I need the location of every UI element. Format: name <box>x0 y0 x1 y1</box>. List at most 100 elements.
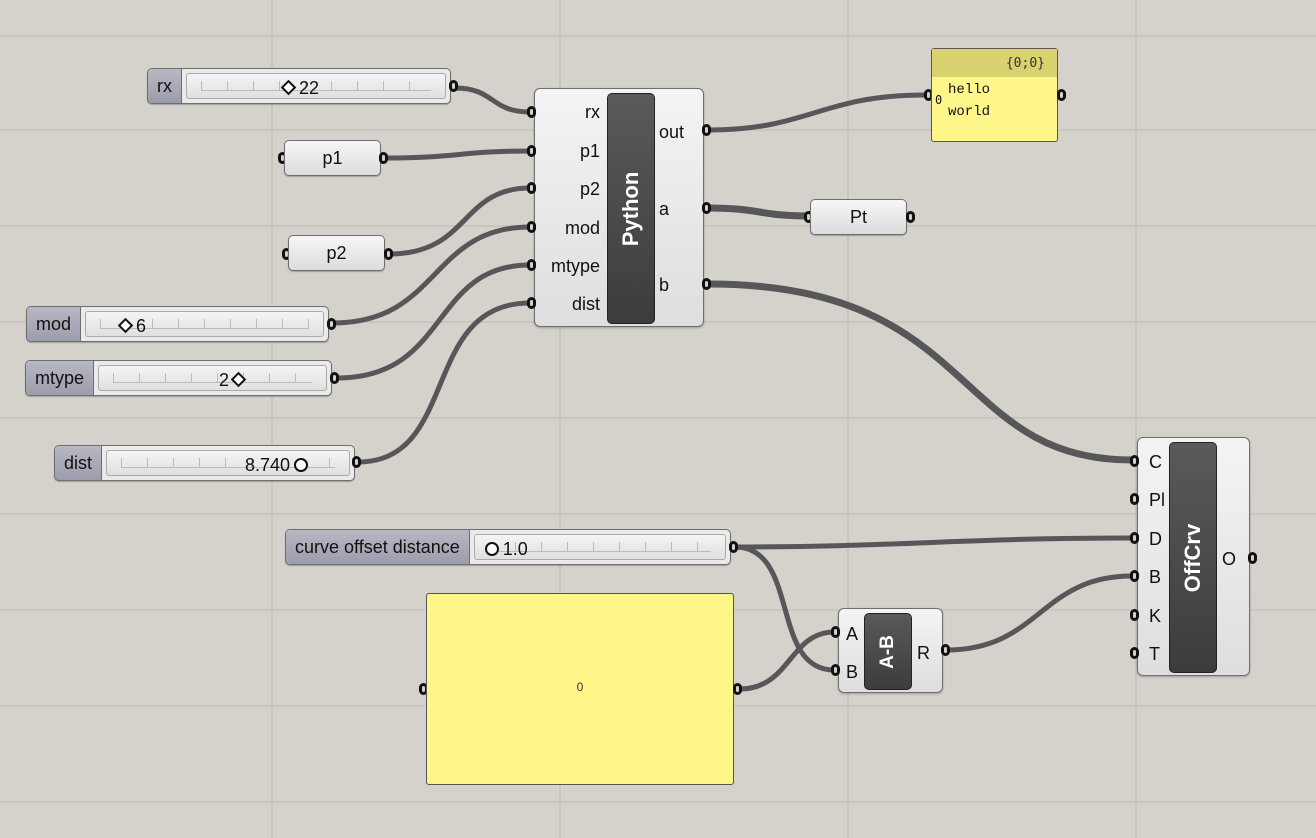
offcrv-output-o: O <box>1222 549 1237 569</box>
dist-slider[interactable]: dist 8.740 <box>54 445 355 481</box>
slider-grip-icon[interactable] <box>280 79 297 96</box>
wire-dist <box>355 300 533 465</box>
pt-param[interactable]: Pt <box>810 199 907 235</box>
python-output-b: b <box>659 275 670 295</box>
offcrv-input-b: B <box>1149 567 1162 587</box>
output-panel[interactable]: {0;0} 0 hello world <box>931 48 1058 142</box>
slider-grip-icon[interactable] <box>484 541 499 556</box>
python-title-bar[interactable]: Python <box>607 93 655 324</box>
wire-offset-d <box>732 535 1135 550</box>
slider-grip-icon[interactable] <box>230 371 247 388</box>
rx-slider-label: rx <box>148 69 182 103</box>
mtype-output-grip[interactable] <box>330 372 339 384</box>
python-output-out: out <box>659 122 685 142</box>
python-grip-mtype[interactable] <box>527 259 536 271</box>
offcrv-grip-d[interactable] <box>1130 532 1139 544</box>
wire-p2 <box>386 185 533 257</box>
python-input-mod: mod <box>564 218 600 238</box>
slider-grip-icon[interactable] <box>294 457 309 472</box>
value-panel[interactable]: 0 <box>426 593 734 785</box>
zero-panel-output-grip[interactable] <box>733 683 742 695</box>
rx-slider-track[interactable]: 22 <box>186 73 446 99</box>
subtract-component[interactable]: A-B A B R <box>838 608 943 693</box>
offcrv-input-pl: Pl <box>1149 490 1166 510</box>
python-grip-p1[interactable] <box>527 145 536 157</box>
subtract-input-b: B <box>846 662 859 682</box>
mod-output-grip[interactable] <box>327 318 336 330</box>
offcrv-component[interactable]: OffCrv C Pl D B K T O <box>1137 437 1250 676</box>
wire-b <box>704 280 1136 464</box>
python-output-a: a <box>659 199 670 219</box>
python-input-dist: dist <box>571 294 600 314</box>
rx-slider[interactable]: rx 22 <box>147 68 451 104</box>
python-grip-a[interactable] <box>702 202 711 214</box>
python-grip-rx[interactable] <box>527 106 536 118</box>
offcrv-input-k: K <box>1149 606 1162 626</box>
python-input-rx: rx <box>585 102 600 122</box>
wire-rx <box>452 85 533 115</box>
mod-slider-value-wrap: 6 <box>116 316 146 337</box>
python-input-mtype: mtype <box>550 256 600 276</box>
wire-out <box>705 92 929 133</box>
offcrv-input-c: C <box>1149 452 1162 472</box>
python-title: Python <box>618 171 643 246</box>
curve-offset-output-grip[interactable] <box>729 541 738 553</box>
value-panel-text: 0 <box>576 680 584 694</box>
mtype-slider-label: mtype <box>26 361 95 395</box>
python-grip-mod[interactable] <box>527 221 536 233</box>
wire-mtype <box>334 262 533 381</box>
output-panel-index: 0 <box>935 93 943 107</box>
offcrv-input-d: D <box>1149 529 1162 549</box>
p2-param[interactable]: p2 <box>288 235 385 271</box>
output-panel-line-2: world <box>948 104 991 120</box>
mod-slider[interactable]: mod 6 <box>26 306 329 342</box>
subtract-title-bar[interactable]: A-B <box>864 613 912 690</box>
wire-a <box>704 204 812 220</box>
curve-offset-distance-label: curve offset distance <box>286 530 470 564</box>
subtract-grip-r[interactable] <box>941 644 950 656</box>
mtype-slider[interactable]: mtype 2 <box>25 360 332 396</box>
subtract-title: A-B <box>877 634 898 669</box>
offcrv-grip-b[interactable] <box>1130 570 1139 582</box>
wire-p1 <box>380 148 533 161</box>
subtract-grip-a[interactable] <box>831 626 840 638</box>
mtype-slider-value-wrap: 2 <box>219 370 249 391</box>
curve-offset-value-wrap: 1.0 <box>481 539 528 560</box>
dist-slider-track[interactable]: 8.740 <box>106 450 350 476</box>
slider-grip-icon[interactable] <box>117 317 134 334</box>
output-panel-header: {0;0} <box>932 49 1057 77</box>
curve-offset-distance-slider[interactable]: curve offset distance 1.0 <box>285 529 731 565</box>
mtype-slider-track[interactable]: 2 <box>98 365 327 391</box>
offcrv-grip-o[interactable] <box>1248 552 1257 564</box>
p1-param[interactable]: p1 <box>284 140 381 176</box>
wire-panel-a <box>737 629 837 692</box>
python-grip-p2[interactable] <box>527 182 536 194</box>
rx-slider-value: 22 <box>299 78 320 98</box>
offcrv-grip-k[interactable] <box>1130 609 1139 621</box>
subtract-output-r: R <box>917 643 930 663</box>
mod-slider-track[interactable]: 6 <box>85 311 324 337</box>
offcrv-grip-c[interactable] <box>1130 455 1139 467</box>
dist-slider-value-wrap: 8.740 <box>245 455 312 476</box>
offcrv-grip-t[interactable] <box>1130 647 1139 659</box>
curve-offset-distance-track[interactable]: 1.0 <box>473 534 726 560</box>
dist-output-grip[interactable] <box>352 456 361 468</box>
p2-output-grip[interactable] <box>384 248 393 260</box>
offcrv-title-bar[interactable]: OffCrv <box>1169 442 1217 673</box>
offcrv-title: OffCrv <box>1180 523 1205 592</box>
subtract-input-a: A <box>846 624 859 644</box>
python-grip-b[interactable] <box>702 278 711 290</box>
offcrv-grip-pl[interactable] <box>1130 493 1139 505</box>
rx-slider-value-wrap: 22 <box>279 78 319 99</box>
python-grip-out[interactable] <box>702 124 711 136</box>
dist-slider-value: 8.740 <box>245 455 291 475</box>
wire-offset-b <box>732 544 837 673</box>
python-component[interactable]: Python rx p1 p2 mod mtype dist out a b <box>534 88 704 327</box>
rx-output-grip[interactable] <box>449 80 458 92</box>
pt-output-grip[interactable] <box>906 211 915 223</box>
panel-output-output-grip[interactable] <box>1057 89 1066 101</box>
p1-output-grip[interactable] <box>379 152 388 164</box>
offcrv-input-t: T <box>1149 644 1160 664</box>
subtract-grip-b[interactable] <box>831 664 840 676</box>
python-grip-dist[interactable] <box>527 297 536 309</box>
